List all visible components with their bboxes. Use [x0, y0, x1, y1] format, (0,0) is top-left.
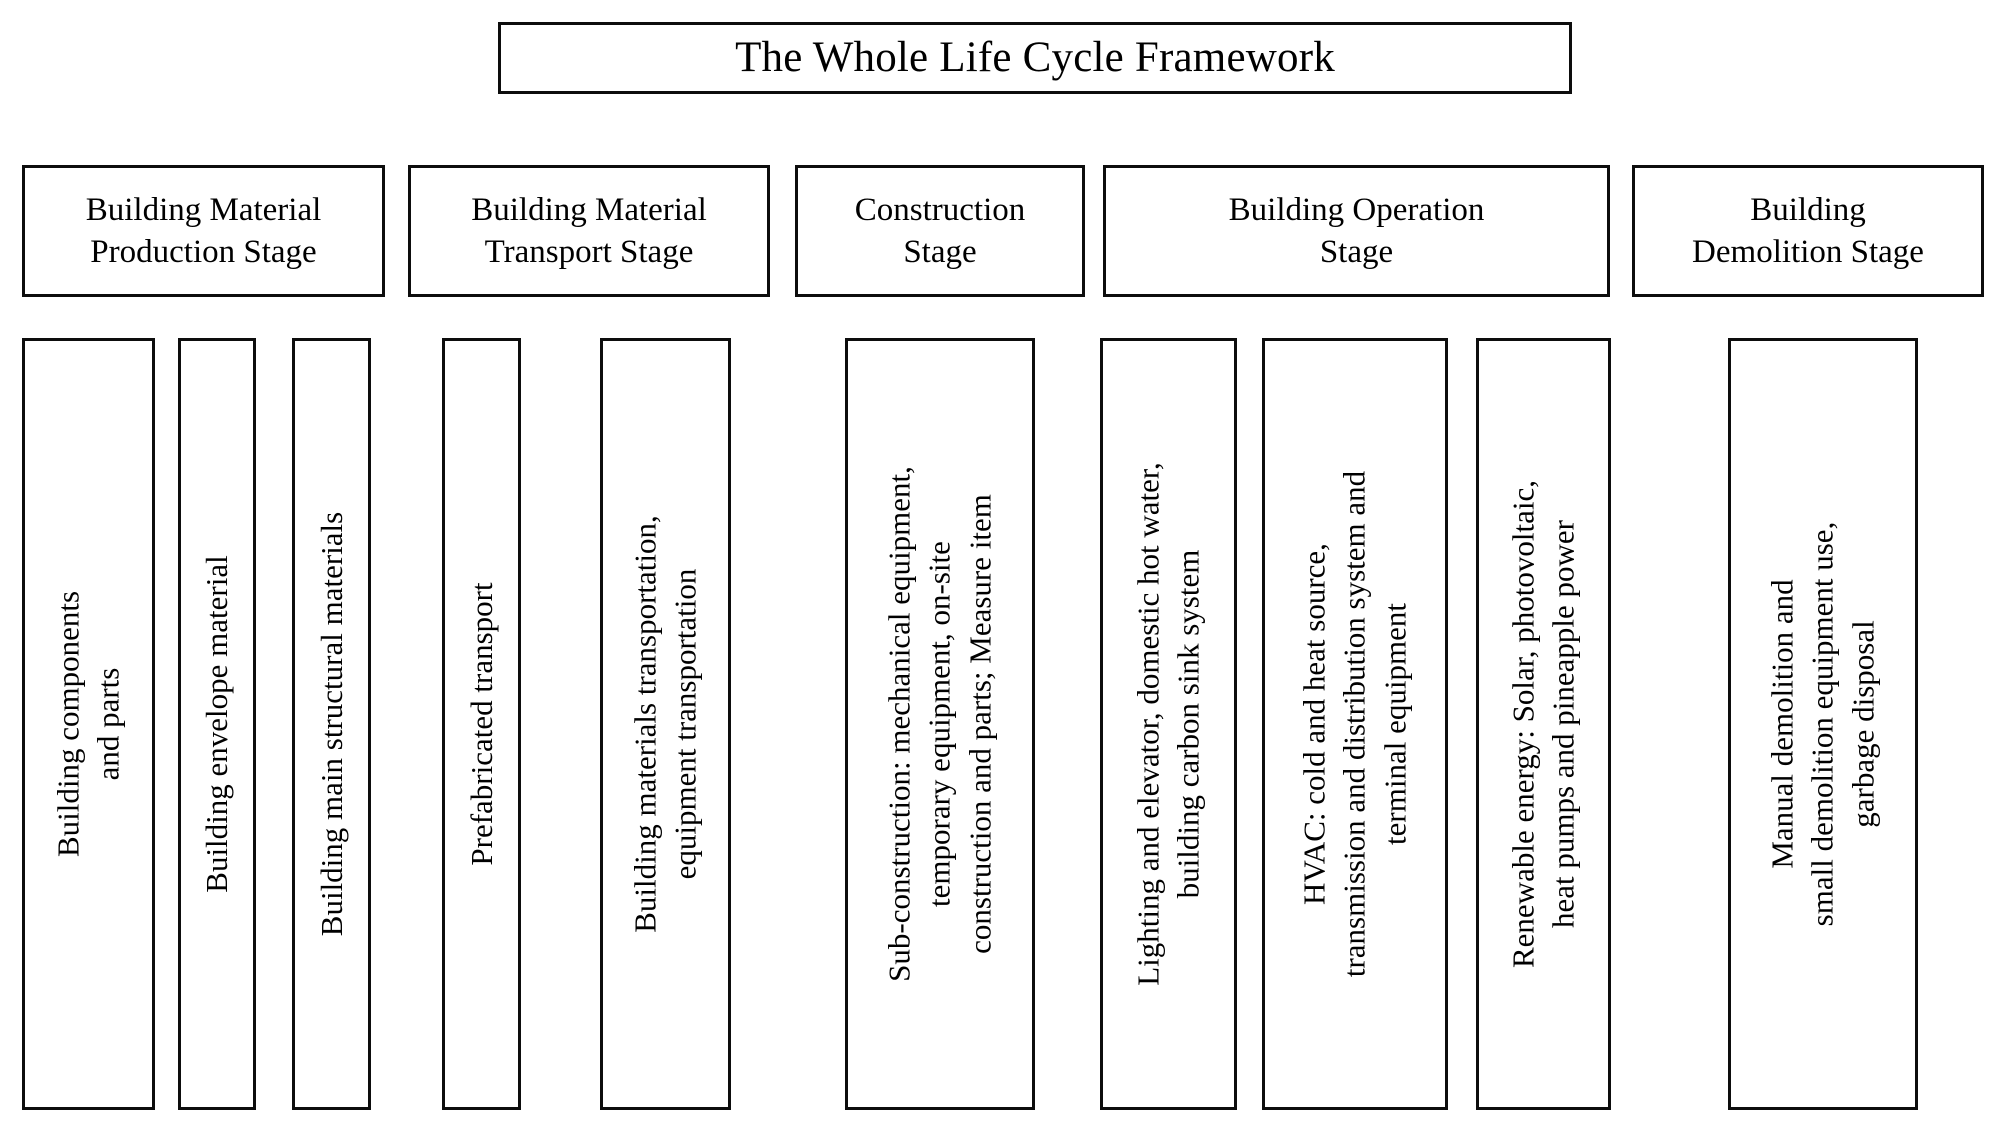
vertical-text-wrapper: Building materials transportation, equip… — [625, 350, 706, 1098]
stage-header-construction-stage: Construction Stage — [795, 165, 1085, 297]
item-box-hvac: HVAC: cold and heat source, transmission… — [1262, 338, 1448, 1110]
item-label: HVAC: cold and heat source, transmission… — [1296, 470, 1413, 978]
item-label: Building materials transportation, equip… — [627, 515, 703, 933]
stage-header-building-demolition-stage: Building Demolition Stage — [1632, 165, 1984, 297]
item-label: Building main structural materials — [313, 511, 349, 937]
item-label: Prefabricated transport — [463, 582, 499, 866]
stage-header-label: Building Operation Stage — [1228, 191, 1485, 270]
item-box-building-main-structural-materials: Building main structural materials — [292, 338, 371, 1110]
vertical-text-wrapper: Prefabricated transport — [461, 350, 501, 1098]
vertical-text-wrapper: Building components and parts — [48, 350, 129, 1098]
vertical-text-wrapper: Building envelope material — [197, 350, 237, 1098]
vertical-text-wrapper: Renewable energy: Solar, photovoltaic, h… — [1503, 350, 1584, 1098]
stage-header-label: Building Material Production Stage — [85, 191, 322, 270]
item-box-renewable-energy: Renewable energy: Solar, photovoltaic, h… — [1476, 338, 1611, 1110]
framework-title-box: The Whole Life Cycle Framework — [498, 22, 1572, 94]
vertical-text-wrapper: HVAC: cold and heat source, transmission… — [1295, 350, 1416, 1098]
item-label: Renewable energy: Solar, photovoltaic, h… — [1505, 479, 1581, 969]
stage-header-building-operation-stage: Building Operation Stage — [1103, 165, 1610, 297]
item-label: Building envelope material — [198, 555, 234, 893]
stage-header-label: Building Material Transport Stage — [471, 191, 707, 270]
item-box-lighting-and-elevator: Lighting and elevator, domestic hot wate… — [1100, 338, 1237, 1110]
item-box-sub-construction: Sub-construction: mechanical equipment, … — [845, 338, 1035, 1110]
vertical-text-wrapper: Lighting and elevator, domestic hot wate… — [1128, 350, 1209, 1098]
vertical-text-wrapper: Sub-construction: mechanical equipment, … — [880, 350, 1001, 1098]
item-label: Lighting and elevator, domestic hot wate… — [1130, 462, 1206, 986]
vertical-text-wrapper: Building main structural materials — [311, 350, 351, 1098]
item-box-prefabricated-transport: Prefabricated transport — [442, 338, 521, 1110]
framework-title-text: The Whole Life Cycle Framework — [735, 34, 1335, 82]
item-label: Building components and parts — [50, 590, 126, 858]
item-box-building-components-and-parts: Building components and parts — [22, 338, 155, 1110]
stage-header-building-material-production-stage: Building Material Production Stage — [22, 165, 385, 297]
item-box-building-envelope-material: Building envelope material — [178, 338, 256, 1110]
vertical-text-wrapper: Manual demolition and small demolition e… — [1763, 350, 1884, 1098]
stage-header-label: Building Demolition Stage — [1692, 191, 1924, 270]
item-label: Sub-construction: mechanical equipment, … — [881, 466, 998, 982]
stage-header-label: Construction Stage — [854, 191, 1026, 270]
item-label: Manual demolition and small demolition e… — [1764, 521, 1881, 927]
item-box-building-materials-transportation: Building materials transportation, equip… — [600, 338, 731, 1110]
stage-header-building-material-transport-stage: Building Material Transport Stage — [408, 165, 770, 297]
item-box-manual-demolition: Manual demolition and small demolition e… — [1728, 338, 1918, 1110]
